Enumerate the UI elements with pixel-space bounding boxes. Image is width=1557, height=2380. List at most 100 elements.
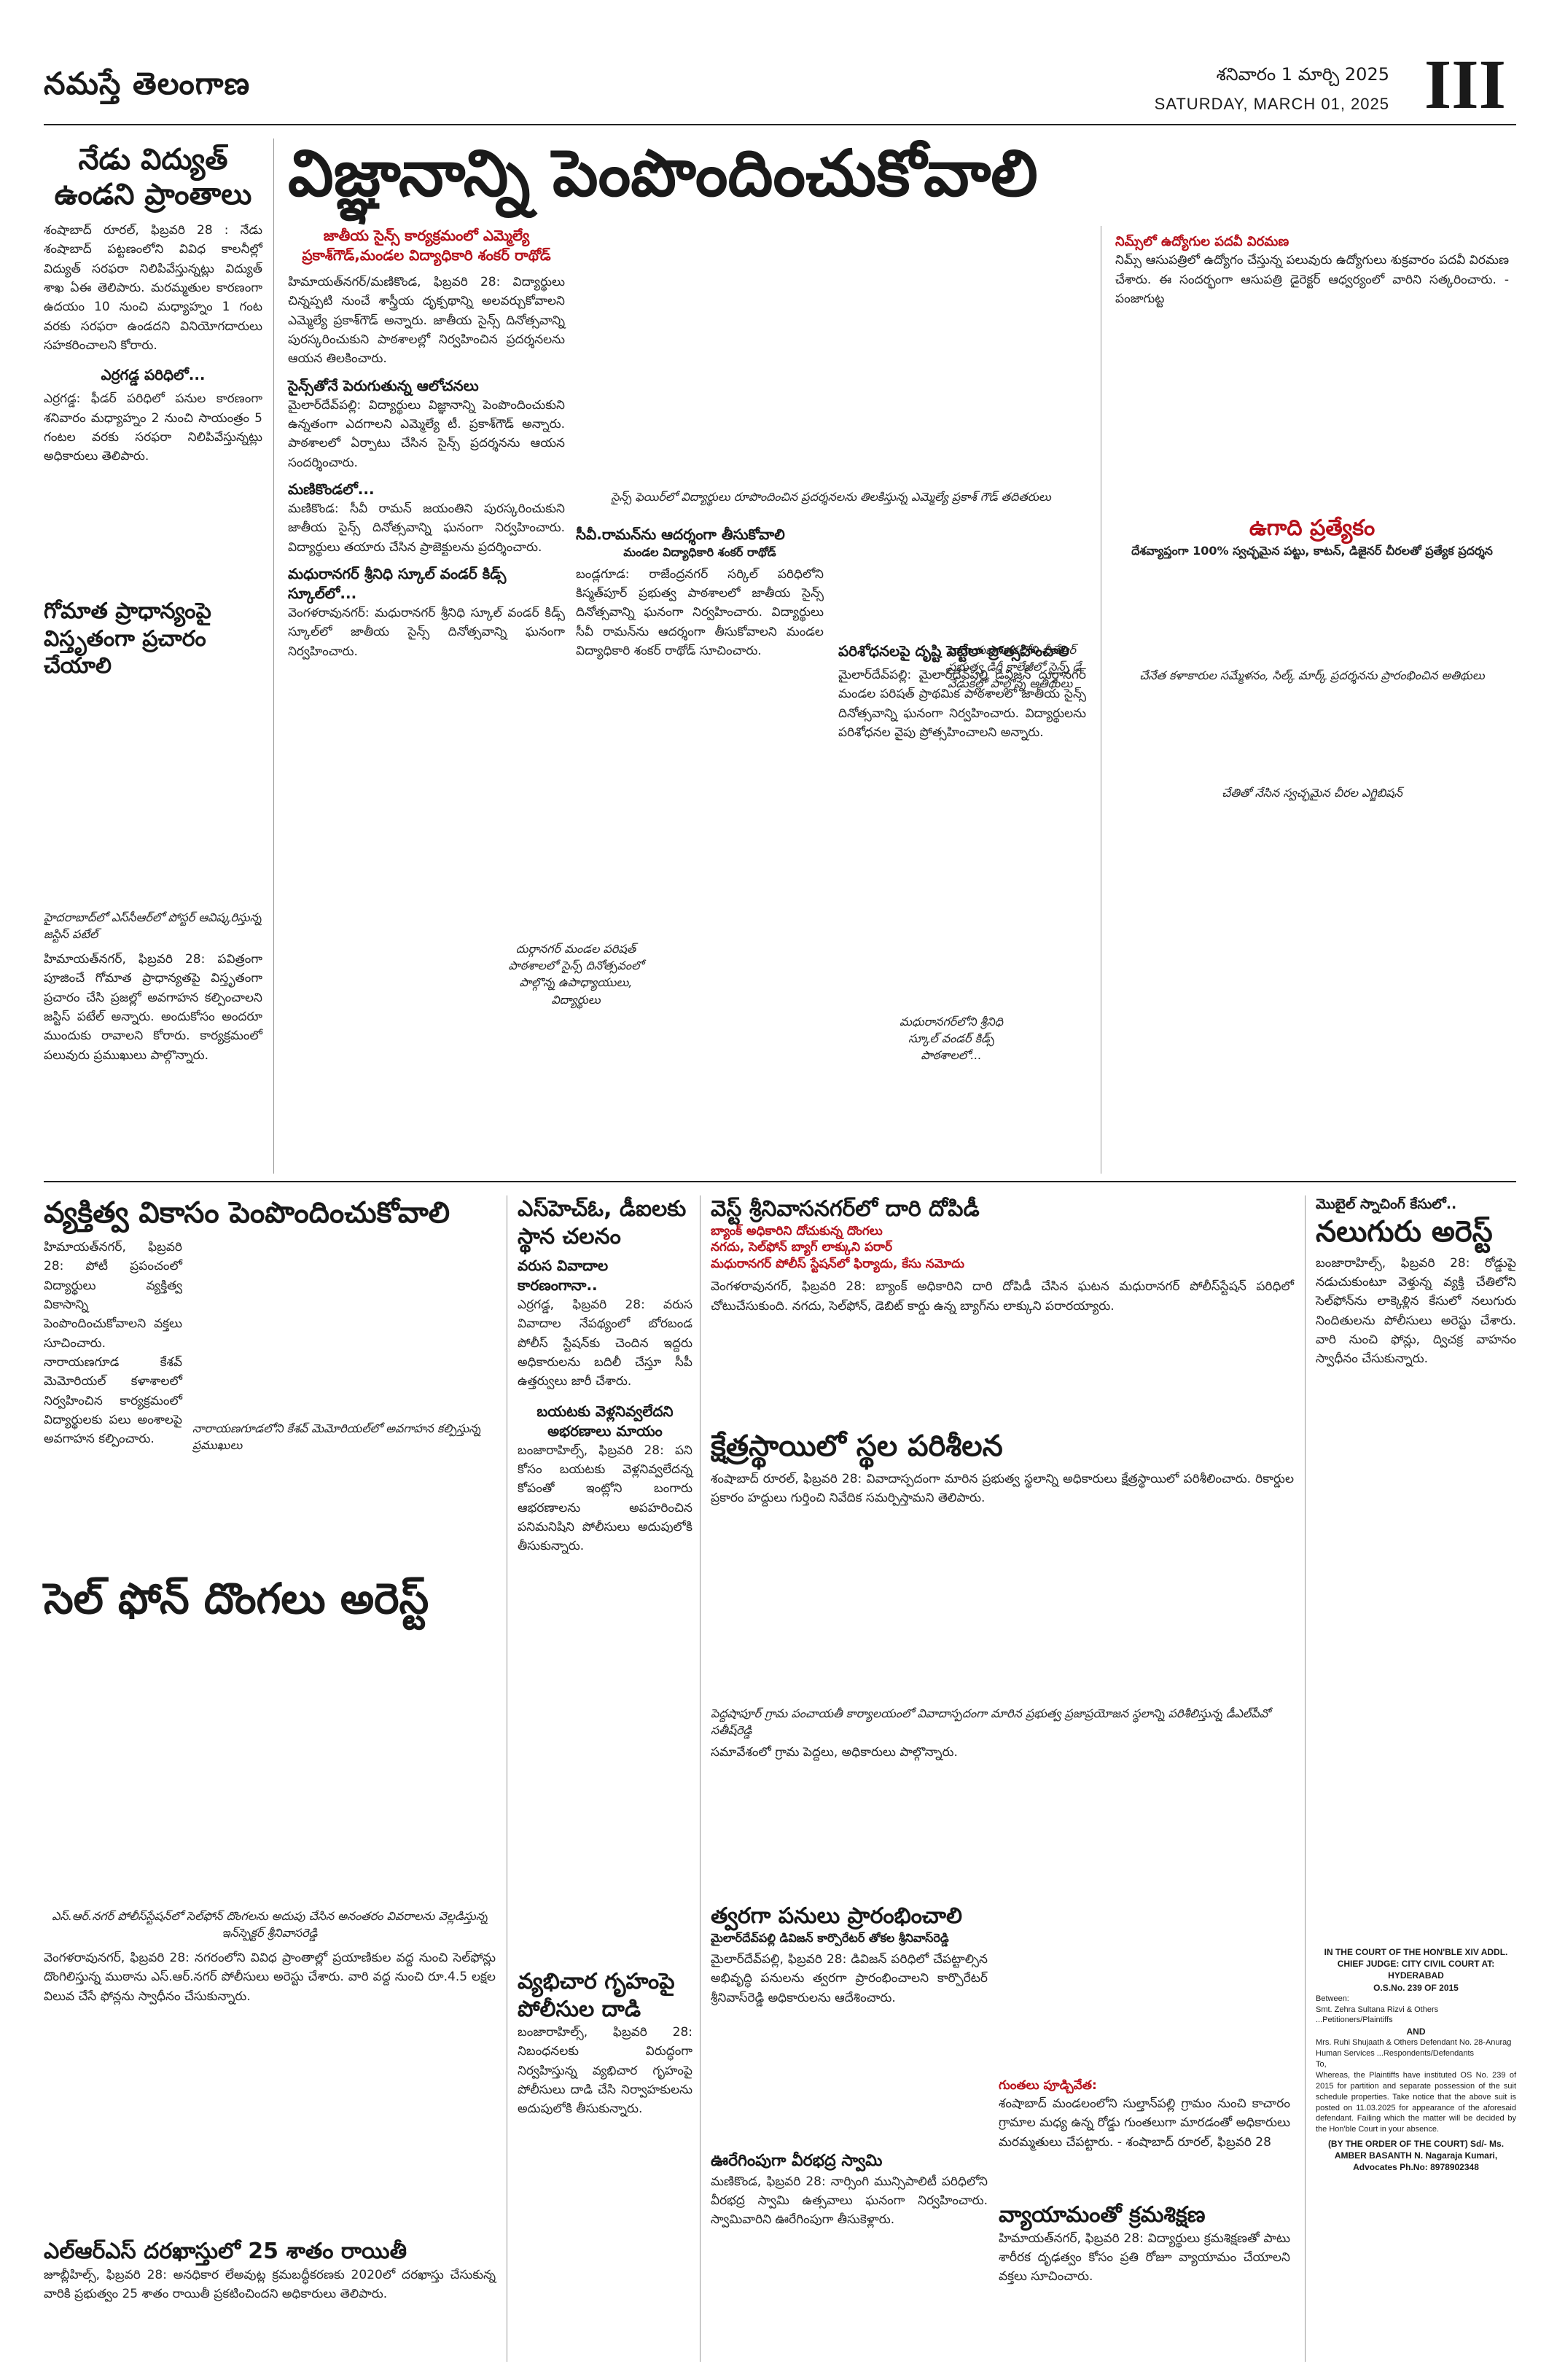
science-photo-caption-4: మధురానగర్‌లోని శ్రీనిధి స్కూల్ వండర్ కిడ… xyxy=(899,1015,1003,1063)
ssc-subheading: వరుస వివాదాల కారణంగానా.. xyxy=(518,1257,609,1294)
robbery-bullet-3: మధురానగర్ పోలీస్ స్టేషన్‌లో ఫిర్యాదు, కే… xyxy=(711,1257,965,1272)
science-subheading-2: మణికొండలో... xyxy=(288,480,375,499)
science-body-6: మైలార్‌దేవ్‌పల్లి: మైలార్‌దేవ్‌పల్లి డివ… xyxy=(838,668,1086,741)
science-photo-4-block: మధురానగర్‌లోని శ్రీనిధి స్కూల్ వండర్ కిడ… xyxy=(897,1013,1006,1064)
science-photo-3-block: దుర్గానగర్ మండల పరిషత్ పాఠశాలలో సైన్స్ ద… xyxy=(496,940,656,1008)
ugadi-caption: చేనేత కళాకారుల సమ్మేళనం, సిల్క్ మార్క్ ప… xyxy=(1139,668,1485,682)
science-col-1: జాతీయ సైన్స్ కార్యక్రమంలో ఎమ్మెల్యే ప్రక… xyxy=(288,226,565,661)
science-headline: విజ్ఞానాన్ని పెంపొందించుకోవాలి xyxy=(288,136,1038,211)
gunthalu-headline: గుంతలు పూడ్చివేత: xyxy=(999,2078,1097,2093)
gunthalu-article: గుంతలు పూడ్చివేత: శంషాబాద్ మండలంలోని సుల… xyxy=(999,1903,1290,2152)
ssc-article: ఎస్‌హెచ్‌ఓ, డీఐలకు స్థాన చలనం వరుస వివాద… xyxy=(518,1195,692,1556)
ugadi-photo-4 xyxy=(1115,807,1509,1085)
personality-body: హిమాయత్‌నగర్, ఫిబ్రవరి 28: పోటీ ప్రపంచంల… xyxy=(44,1240,182,1447)
science-col-3: పరిశోధనలపై దృష్టి పెట్టేలా ప్రోత్సహించాల… xyxy=(838,641,1086,742)
legal-court: IN THE COURT OF THE HON'BLE XIV ADDL. CH… xyxy=(1324,1947,1508,1981)
gomata-body: హిమాయత్‌నగర్, ఫిబ్రవరి 28: పవిత్రంగా పూజ… xyxy=(44,951,262,1063)
ganja-headline: నలుగురు అరెస్ట్ xyxy=(1316,1214,1493,1249)
science-photo-caption: సైన్స్ ఫెయిర్‌లో విద్యార్థులు రూపొందించి… xyxy=(611,490,1051,504)
works-body: మైలార్‌దేవ్‌పల్లి, ఫిబ్రవరి 28: డివిజన్ … xyxy=(711,1952,988,2005)
header-rule xyxy=(44,124,1516,125)
power-article: నేడు విద్యుత్ ఉండని ప్రాంతాలు శంషాబాద్ ర… xyxy=(44,142,262,467)
science-col-2: సీవీ.రామన్‌ను ఆదర్శంగా తీసుకోవాలి మండల వ… xyxy=(576,525,824,660)
science-body-5: బండ్లగూడ: రాజేంద్రనగర్ సర్కిల్ పరిధిలోని… xyxy=(576,566,824,658)
works-subheading: మైలార్‌దేవ్‌పల్లి డివిజన్ కార్పొరేటర్ తో… xyxy=(711,1930,949,1945)
science-body-3: మణికొండ: సీవీ రామన్ జయంతిని పురస్కరించుక… xyxy=(288,502,565,555)
date-telugu: శనివారం 1 మార్చి 2025 xyxy=(1216,64,1389,85)
ugadi-deck: దేశవ్యాప్తంగా 100% స్వచ్ఛమైన పట్టు, కాటన… xyxy=(1131,543,1493,558)
lrs-article: ఎల్‌ఆర్‌ఎస్ దరఖాస్తులో 25 శాతం రాయితీ జూ… xyxy=(44,2238,496,2303)
jobs-headline: నిమ్స్‌లో ఉద్యోగుల పదవీ విరమణ xyxy=(1115,234,1289,249)
power-headline: నేడు విద్యుత్ ఉండని ప్రాంతాలు xyxy=(54,143,252,211)
cellphone-photo xyxy=(44,1630,496,1908)
ugadi-photo xyxy=(1115,350,1509,510)
gomata-article: గోమాత ప్రాధాన్యంపై విస్తృతంగా ప్రచారం చే… xyxy=(44,598,262,1065)
veerabhadra-body: మణికొండ, ఫిబ్రవరి 28: నార్సింగి మున్సిపా… xyxy=(711,2174,988,2228)
masthead: నమస్తే తెలంగాణ xyxy=(44,66,251,101)
ssc-body: ఎర్రగడ్డ, ఫిబ్రవరి 28: వరుస వివాదాల నేపథ… xyxy=(518,1298,692,1389)
column-divider xyxy=(700,1195,701,2362)
date-english: SATURDAY, MARCH 01, 2025 xyxy=(1154,95,1389,113)
legal-body: Whereas, the Plaintiffs have instituted … xyxy=(1316,2071,1516,2134)
exercise-headline: వ్యాయామంతో క్రమశిక్షణ xyxy=(999,2202,1206,2228)
column-divider xyxy=(1305,1195,1306,2362)
cellphone-body: వెంగళరావునగర్, ఫిబ్రవరి 28: నగరంలోని వివ… xyxy=(44,1951,496,2004)
jobs-article: నిమ్స్‌లో ఉద్యోగుల పదవీ విరమణ నిమ్స్ ఆసు… xyxy=(1115,233,1509,308)
science-photo-caption-3: దుర్గానగర్ మండల పరిషత్ పాఠశాలలో సైన్స్ ద… xyxy=(508,942,644,1007)
cellphone-headline: సెల్ ఫోన్ దొంగలు అరెస్ట్ xyxy=(44,1574,429,1623)
personality-photo xyxy=(192,1238,484,1420)
brothel-headline: వ్యభిచార గృహంపై పోలీసుల దాడి xyxy=(518,1969,675,2022)
robbery-body: వెంగళరావునగర్, ఫిబ్రవరి 28: బ్యాంక్ అధిక… xyxy=(711,1279,1294,1314)
science-subheading-5: పరిశోధనలపై దృష్టి పెట్టేలా ప్రోత్సహించాల… xyxy=(838,642,1069,660)
personality-caption: నారాయణగూడలోని కేశవ్ మెమోరియల్‌లో అవగాహన … xyxy=(192,1421,481,1453)
science-subheading-4b: మండల విద్యాధికారి శంకర్ రాథోడ్ xyxy=(623,545,776,559)
column-divider xyxy=(273,138,274,1174)
gomata-photo xyxy=(44,690,262,909)
legal-plaintiffs: Smt. Zehra Sultana Rizvi & Others ...Pet… xyxy=(1316,2005,1439,2025)
inspection-caption: పెద్దషాపూర్ గ్రామ పంచాయతీ కార్యాలయంలో వి… xyxy=(711,1706,1271,1737)
veerabhadra-headline: ఊరేగింపుగా వీరభద్ర స్వామి xyxy=(711,2152,883,2170)
personality-headline: వ్యక్తిత్వ వికాసం పెంపొందించుకోవాలి xyxy=(44,1196,450,1230)
page-number: III xyxy=(1424,45,1506,123)
ganja-article: మొబైల్ స్నాచింగ్ కేసులో.. నలుగురు అరెస్ట… xyxy=(1316,1195,1516,1369)
ssc-subheading-2: బయటకు వెళ్లనివ్వలేదని అభరణాలు మాయం xyxy=(536,1402,674,1440)
science-subheading-1: సైన్స్‌తోనే పెరుగుతున్న ఆలోచనలు xyxy=(288,376,479,394)
section-rule xyxy=(44,1181,1516,1182)
legal-between: Between: xyxy=(1316,1994,1349,2003)
exercise-body: హిమాయత్‌నగర్, ఫిబ్రవరి 28: విద్యార్థులు … xyxy=(999,2231,1290,2285)
inspection-article: క్షేత్రస్థాయిలో స్థల పరిశీలన శంషాబాద్ రూ… xyxy=(711,1429,1294,1762)
cellphone-article: సెల్ ఫోన్ దొంగలు అరెస్ట్ ఎస్.ఆర్.నగర్ పో… xyxy=(44,1575,496,2006)
ssc-body-2: బంజారాహిల్స్, ఫిబ్రవరి 28: పని కోసం బయటక… xyxy=(518,1443,692,1554)
science-photo xyxy=(576,226,1086,488)
ugadi-article: ఉగాది ప్రత్యేకం దేశవ్యాప్తంగా 100% స్వచ్… xyxy=(1115,350,1509,1085)
legal-defendants: Mrs. Ruhi Shujaath & Others Defendant No… xyxy=(1316,2038,1512,2059)
lrs-headline: ఎల్‌ఆర్‌ఎస్ దరఖాస్తులో 25 శాతం రాయితీ xyxy=(44,2239,407,2264)
inspection-headline: క్షేత్రస్థాయిలో స్థల పరిశీలన xyxy=(711,1429,1003,1463)
gomata-caption: హైదరాబాద్‌లో ఎస్‌సీఆర్‌లో పోస్టర్ ఆవిష్క… xyxy=(44,910,262,941)
gomata-headline: గోమాత ప్రాధాన్యంపై విస్తృతంగా ప్రచారం చే… xyxy=(44,598,211,679)
science-photo-2-block: నారాయణగూడలోని బీజేఆర్ ప్రభుత్వ డిగ్రీ కా… xyxy=(948,641,1086,692)
brothel-article: వ్యభిచార గృహంపై పోలీసుల దాడి బంజారాహిల్స… xyxy=(518,1968,692,2119)
works-headline: త్వరగా పనులు ప్రారంభించాలి xyxy=(711,1903,963,1929)
power-body-2: ఎర్రగడ్డ: ఫీడర్ పరిధిలో పనుల కారణంగా శని… xyxy=(44,391,262,464)
gunthalu-body: శంషాబాద్ మండలంలోని సుల్తాన్‌పల్లి గ్రామం… xyxy=(999,2096,1290,2150)
ssc-headline: ఎస్‌హెచ్‌ఓ, డీఐలకు స్థాన చలనం xyxy=(518,1196,687,1249)
ganja-kicker: మొబైల్ స్నాచింగ్ కేసులో.. xyxy=(1316,1196,1457,1212)
science-article: విజ్ఞానాన్ని పెంపొందించుకోవాలి xyxy=(288,138,1090,209)
jobs-body: నిమ్స్ ఆసుపత్రిలో ఉద్యోగం చేస్తున్న పలువ… xyxy=(1115,253,1509,306)
power-body: శంషాబాద్ రూరల్, ఫిబ్రవరి 28 : నేడు శంషాబ… xyxy=(44,223,262,354)
gunthalu-photo xyxy=(999,1903,1290,2077)
inspection-body-2: సమావేశంలో గ్రామ పెద్దలు, అధికారులు పాల్గ… xyxy=(711,1745,958,1760)
cellphone-caption: ఎస్.ఆర్.నగర్ పోలీస్‌స్టేషన్‌లో సెల్‌ఫోన్… xyxy=(52,1908,488,1940)
ugadi-photo-3 xyxy=(1115,689,1509,784)
inspection-photo xyxy=(711,1515,1294,1705)
robbery-article: వెస్ట్ శ్రీనివాసనగర్‌లో దారి దోపిడీ బ్యా… xyxy=(711,1195,1294,1316)
personality-article: వ్యక్తిత్వ వికాసం పెంపొందించుకోవాలి హిమా… xyxy=(44,1195,496,1454)
robbery-bullet-1: బ్యాంక్ అధికారిని దోచుకున్న దొంగలు xyxy=(711,1223,883,1238)
ugadi-headline: ఉగాది ప్రత్యేకం xyxy=(1249,515,1375,541)
science-subheading-4: సీవీ.రామన్‌ను ఆదర్శంగా తీసుకోవాలి xyxy=(576,526,785,543)
veerabhadra-article: ఊరేగింపుగా వీరభద్ర స్వామి మణికొండ, ఫిబ్ర… xyxy=(711,2150,988,2230)
science-photo-block: సైన్స్ ఫెయిర్‌లో విద్యార్థులు రూపొందించి… xyxy=(576,226,1086,505)
legal-os: O.S.No. 239 OF 2015 xyxy=(1373,1982,1459,1993)
science-body-4: వెంగళరావునగర్: మధురానగర్ శ్రీనిధి స్కూల్… xyxy=(288,606,565,659)
